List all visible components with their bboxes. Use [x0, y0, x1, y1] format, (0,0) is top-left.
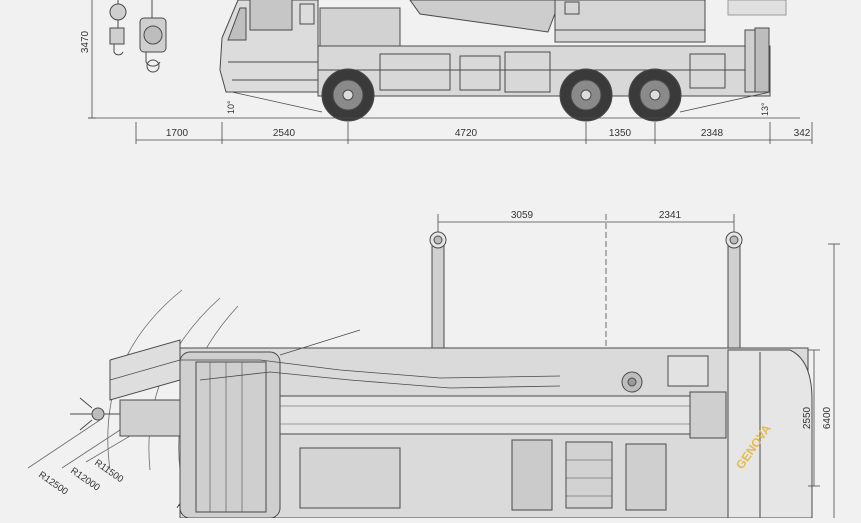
dim-1700: 1700 [166, 128, 189, 139]
angle-rear-label: 13° [760, 102, 770, 116]
hook-block [109, 0, 167, 73]
radius-12500: R12500 [36, 469, 70, 497]
boom-head [70, 339, 181, 437]
dim-3059: 3059 [511, 210, 534, 221]
radius-12000: R12000 [68, 465, 102, 493]
crane-top-view [179, 329, 813, 519]
dim-342: 342 [794, 128, 811, 139]
wheel-rear-2 [628, 68, 682, 122]
crane-superstructure [319, 0, 706, 47]
dim-1350: 1350 [609, 128, 632, 139]
dim-2341: 2341 [659, 210, 682, 221]
side-view [88, 0, 800, 122]
dim-4720: 4720 [455, 128, 478, 139]
title-panel [727, 0, 787, 16]
angle-front-label: 10° [226, 100, 236, 114]
dim-6400: 6400 [822, 406, 833, 429]
height-label: 3470 [80, 30, 91, 53]
width-dimension [808, 243, 840, 518]
dim-2550: 2550 [802, 406, 813, 429]
dim-2348: 2348 [701, 128, 724, 139]
wheel-rear-1 [559, 68, 613, 122]
dim-2540: 2540 [273, 128, 296, 139]
truck-cab [219, 0, 319, 93]
side-dimension-row [135, 122, 813, 144]
wheel-front [321, 68, 375, 122]
